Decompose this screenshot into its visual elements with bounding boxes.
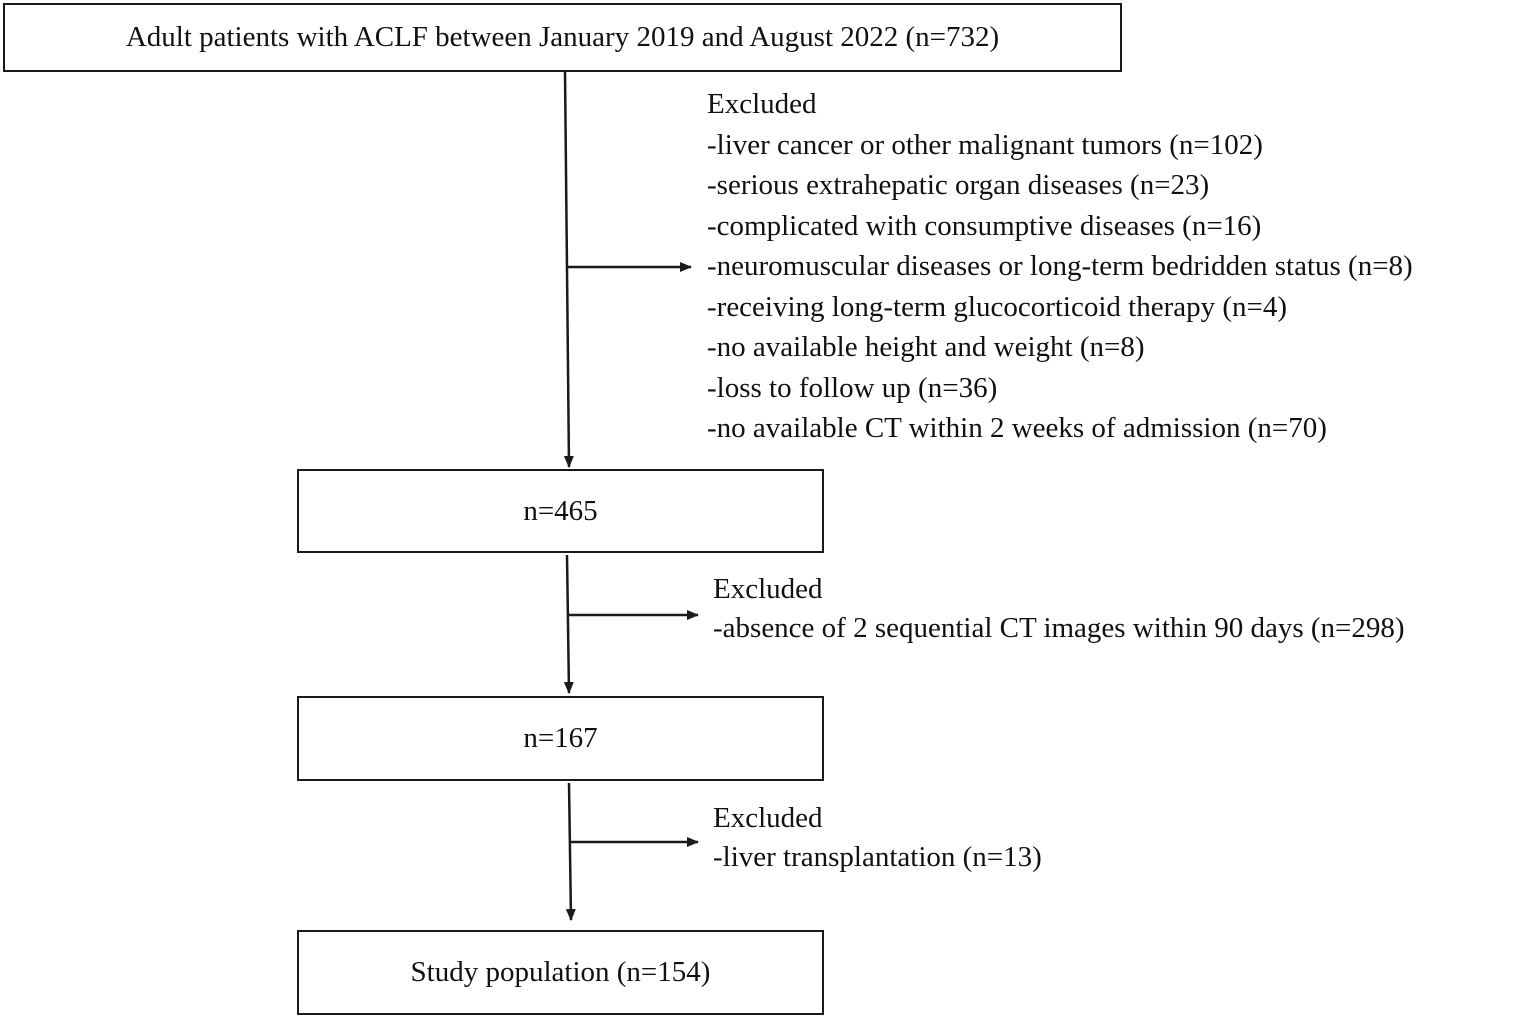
exclusion-item: -complicated with consumptive diseases (… <box>707 209 1262 242</box>
exclusion-heading: Excluded <box>713 573 823 605</box>
exclusion-item: -loss to follow up (n=36) <box>707 371 998 404</box>
exclusion-list-1: Excluded -liver cancer or other malignan… <box>707 84 1413 449</box>
exclusion-heading: Excluded <box>707 88 817 120</box>
exclusion-item: -serious extrahepatic organ diseases (n=… <box>707 169 1210 201</box>
stage3-count: n=167 <box>523 722 598 754</box>
exclusion-heading: Excluded <box>713 802 823 834</box>
exclusion-item: -absence of 2 sequential CT images withi… <box>713 612 1405 644</box>
initial-cohort-box: Adult patients with ACLF between January… <box>3 3 1122 72</box>
arrow-stage3-to-final <box>565 782 576 921</box>
exclusion-item: -receiving long-term glucocorticoid ther… <box>707 290 1288 323</box>
arrow-stage2-to-stage3 <box>563 554 574 694</box>
exclusion-item: -neuromuscular diseases or long-term bed… <box>707 250 1413 282</box>
exclusion-item: -liver cancer or other malignant tumors … <box>707 128 1263 161</box>
final-population-label: Study population (n=154) <box>410 956 711 988</box>
exclusion-item: -liver transplantation (n=13) <box>713 841 1042 873</box>
arrow-initial-to-stage2 <box>563 71 574 468</box>
stage3-box: n=167 <box>297 696 824 781</box>
stage2-count: n=465 <box>523 494 598 527</box>
initial-cohort-label: Adult patients with ACLF between January… <box>125 21 1000 53</box>
stage2-box: n=465 <box>297 469 824 553</box>
exclusion-item: -no available height and weight (n=8) <box>707 331 1145 363</box>
exclusion-item: -no available CT within 2 weeks of admis… <box>707 412 1327 444</box>
exclusion-list-2: Excluded -absence of 2 sequential CT ima… <box>713 570 1405 648</box>
exclusion-list-3: Excluded -liver transplantation (n=13) <box>713 799 1042 877</box>
final-population-box: Study population (n=154) <box>297 930 824 1015</box>
